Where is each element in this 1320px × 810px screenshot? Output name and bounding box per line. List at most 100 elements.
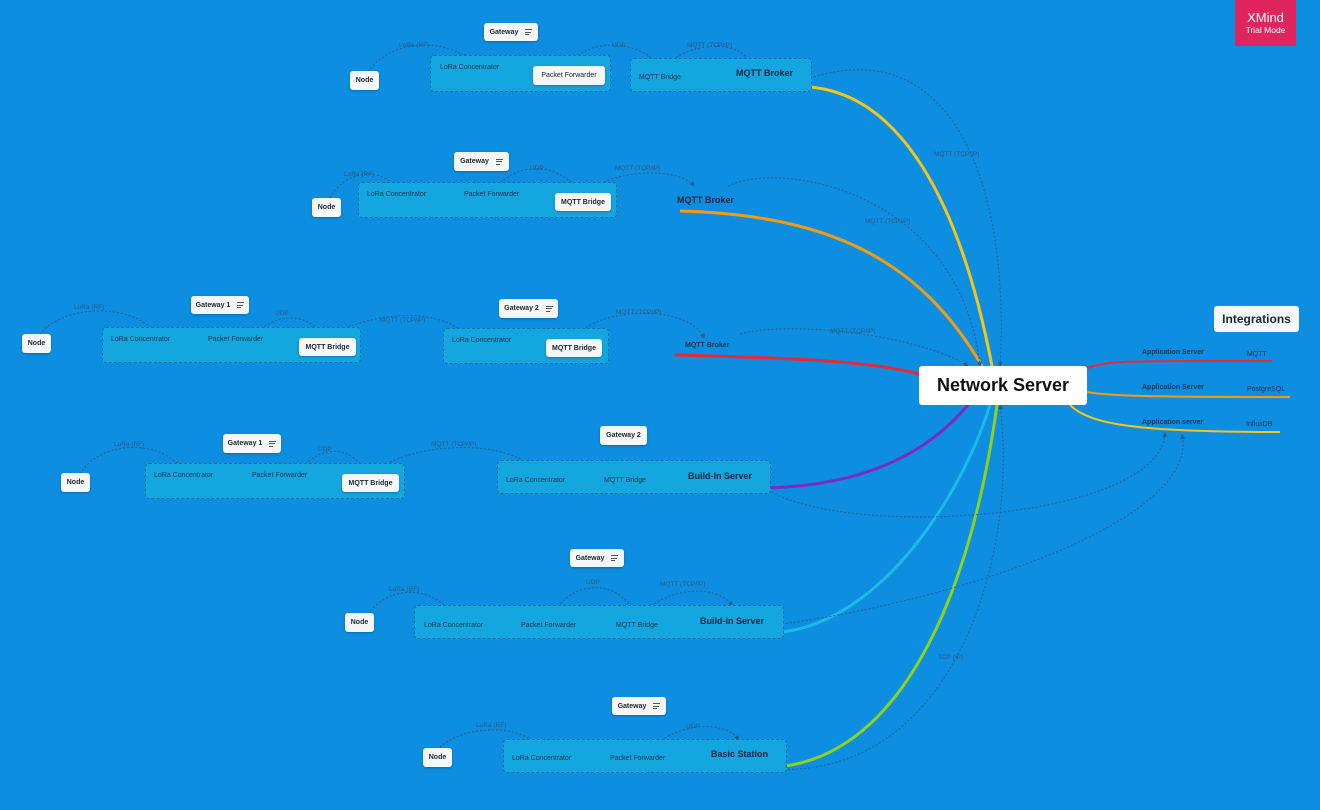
- mqtt-bridge-card[interactable]: MQTT Bridge: [546, 339, 602, 357]
- mqtt-broker-label: MQTT Broker: [685, 342, 730, 349]
- gateway-card[interactable]: Gateway: [454, 152, 509, 171]
- gateway-2-card[interactable]: Gateway 2: [600, 426, 647, 445]
- branch-build-in-server-2: [781, 404, 992, 634]
- lora-concentrator-label: LoRa Concentrator: [424, 622, 484, 629]
- gateway-label: Gateway: [460, 158, 489, 165]
- branch-mqtt-broker-2: [679, 209, 984, 367]
- mqtt-bridge-label: MQTT Bridge: [552, 344, 596, 352]
- basic-station-group[interactable]: [503, 739, 787, 773]
- branch-integration-postgresql: [1086, 391, 1291, 398]
- gateway-2-label: Gateway 2: [504, 305, 539, 312]
- gateway-card[interactable]: Gateway: [570, 549, 624, 567]
- edge-label-lora-rf: LoRa (RF): [476, 722, 507, 729]
- trial-mode-text: Trial Mode: [1245, 24, 1286, 35]
- edge-label-mqtt-tcpip: MQTT (TCP/IP): [380, 317, 426, 324]
- mqtt-broker-group[interactable]: [630, 58, 812, 92]
- packet-forwarder-label: Packet Forwarder: [208, 336, 264, 343]
- node-card[interactable]: Node: [350, 71, 379, 90]
- integration-tech: PostgreSQL: [1247, 386, 1286, 393]
- notes-icon: [495, 158, 503, 165]
- lora-concentrator-label: LoRa Concentrator: [111, 336, 171, 343]
- lora-concentrator-label: LoRa Concentrator: [512, 755, 572, 762]
- build-in-server-group[interactable]: [414, 605, 784, 639]
- gateway-1-label: Gateway 1: [195, 301, 231, 309]
- gateway-2-label: Gateway 2: [606, 432, 641, 439]
- packet-forwarder-label: Packet Forwarder: [521, 622, 577, 629]
- mqtt-bridge-label: MQTT Bridge: [604, 477, 646, 484]
- gateway-1-card[interactable]: Gateway 1: [223, 434, 281, 453]
- integration-application-server[interactable]: Application Server: [1142, 384, 1204, 391]
- notes-icon: [545, 305, 553, 312]
- notes-icon: [689, 74, 696, 80]
- build-in-server-label: Build-in Server: [700, 616, 765, 626]
- mqtt-bridge-label: MQTT Bridge: [616, 622, 658, 629]
- notes-icon: [525, 29, 533, 35]
- build-in-server-group[interactable]: [497, 460, 771, 494]
- edge-label-tcp-ip: TCP (IP): [938, 654, 964, 661]
- node-card[interactable]: Node: [61, 473, 90, 492]
- mqtt-bridge-card[interactable]: MQTT Bridge: [342, 474, 399, 492]
- edge-label-lora-rf: LoRa (RF): [114, 441, 145, 448]
- gateway-1-card[interactable]: Gateway 1: [191, 296, 249, 314]
- basic-station-label: Basic Station: [711, 749, 769, 759]
- node-label: Node: [317, 204, 336, 211]
- gateway-group[interactable]: [358, 182, 617, 218]
- node-card[interactable]: Node: [312, 198, 341, 217]
- packet-forwarder-label: Packet Forwarder: [610, 755, 666, 762]
- packet-forwarder-label: Packet Forwarder: [464, 191, 520, 198]
- mqtt-broker-label: MQTT Broker: [677, 195, 735, 205]
- mqtt-bridge-label: MQTT Bridge: [561, 198, 605, 206]
- gateway-card[interactable]: Gateway: [612, 697, 666, 715]
- node-label: Node: [350, 619, 369, 626]
- node-card[interactable]: Node: [423, 748, 452, 767]
- mqtt-bridge-label: MQTT Bridge: [348, 479, 393, 487]
- notes-icon: [653, 703, 661, 709]
- edge-label-udp: UDP: [275, 310, 289, 317]
- integration-application-server[interactable]: Application server: [1142, 419, 1204, 426]
- branch-mqtt-broker-top: [809, 85, 994, 367]
- gateway-label: Gateway: [575, 554, 605, 562]
- integration-application-server[interactable]: Application Server: [1142, 349, 1204, 356]
- lora-concentrator-label: LoRa Concentrator: [367, 191, 427, 198]
- integrations-title[interactable]: Integrations: [1214, 306, 1299, 332]
- network-server-topic[interactable]: Network Server: [919, 366, 1087, 405]
- branch-integration-mqtt: [1086, 359, 1273, 369]
- node-label: Node: [66, 479, 85, 486]
- edge-label-udp: UDP: [318, 446, 332, 453]
- notes-icon: [237, 302, 245, 308]
- mqtt-bridge-label: MQTT Bridge: [305, 343, 350, 351]
- lora-concentrator-label: LoRa Concentrator: [154, 472, 214, 479]
- edge-label-lora-rf: LoRa (RF): [74, 304, 105, 311]
- edge-label-lora-rf: LoRa (RF): [389, 586, 420, 593]
- packet-forwarder-label: Packet Forwarder: [252, 472, 308, 479]
- lora-concentrator-label: LoRa Concentrator: [440, 64, 500, 71]
- gateway-1-label: Gateway 1: [227, 440, 263, 447]
- edge-label-mqtt-tcpip: MQTT (TCP/IP): [934, 151, 980, 158]
- node-label: Node: [355, 77, 374, 84]
- edge-label-lora-rf: LoRa (RF): [344, 171, 375, 178]
- node-card[interactable]: Node: [22, 334, 51, 353]
- edge-label-lora-rf: LoRa (RF): [399, 42, 430, 49]
- edge-label-udp: UDP: [530, 165, 544, 172]
- edge-label-mqtt-tcpip: MQTT (TCP/IP): [616, 309, 662, 316]
- gateway-2-card[interactable]: Gateway 2: [499, 299, 558, 318]
- integration-tech: InfluxDB: [1246, 421, 1273, 428]
- node-card[interactable]: Node: [345, 613, 374, 632]
- integration-tech: MQTT: [1247, 351, 1267, 358]
- branch-basic-station: [784, 404, 999, 768]
- xmind-logo-text: XMind: [1247, 9, 1284, 25]
- mqtt-bridge-card[interactable]: MQTT Bridge: [299, 338, 356, 356]
- notes-icon: [611, 555, 619, 561]
- packet-forwarder-card[interactable]: Packet Forwarder: [533, 66, 605, 85]
- lora-concentrator-label: LoRa Concentrator: [452, 337, 512, 344]
- packet-forwarder-label: Packet Forwarder: [541, 72, 597, 79]
- mqtt-bridge-label: MQTT Bridge: [639, 74, 681, 81]
- edge-label-mqtt-tcpip: MQTT (TCP/IP): [615, 165, 661, 172]
- mqtt-broker-label: MQTT Broker: [736, 68, 794, 78]
- node-label: Node: [428, 754, 447, 761]
- edge-label-udp: UDP: [612, 42, 626, 49]
- mqtt-bridge-card[interactable]: MQTT Bridge: [555, 193, 611, 211]
- gateway-card[interactable]: Gateway: [484, 23, 538, 41]
- gateway-label: Gateway: [617, 702, 647, 710]
- xmind-trial-badge[interactable]: XMind Trial Mode: [1235, 0, 1296, 46]
